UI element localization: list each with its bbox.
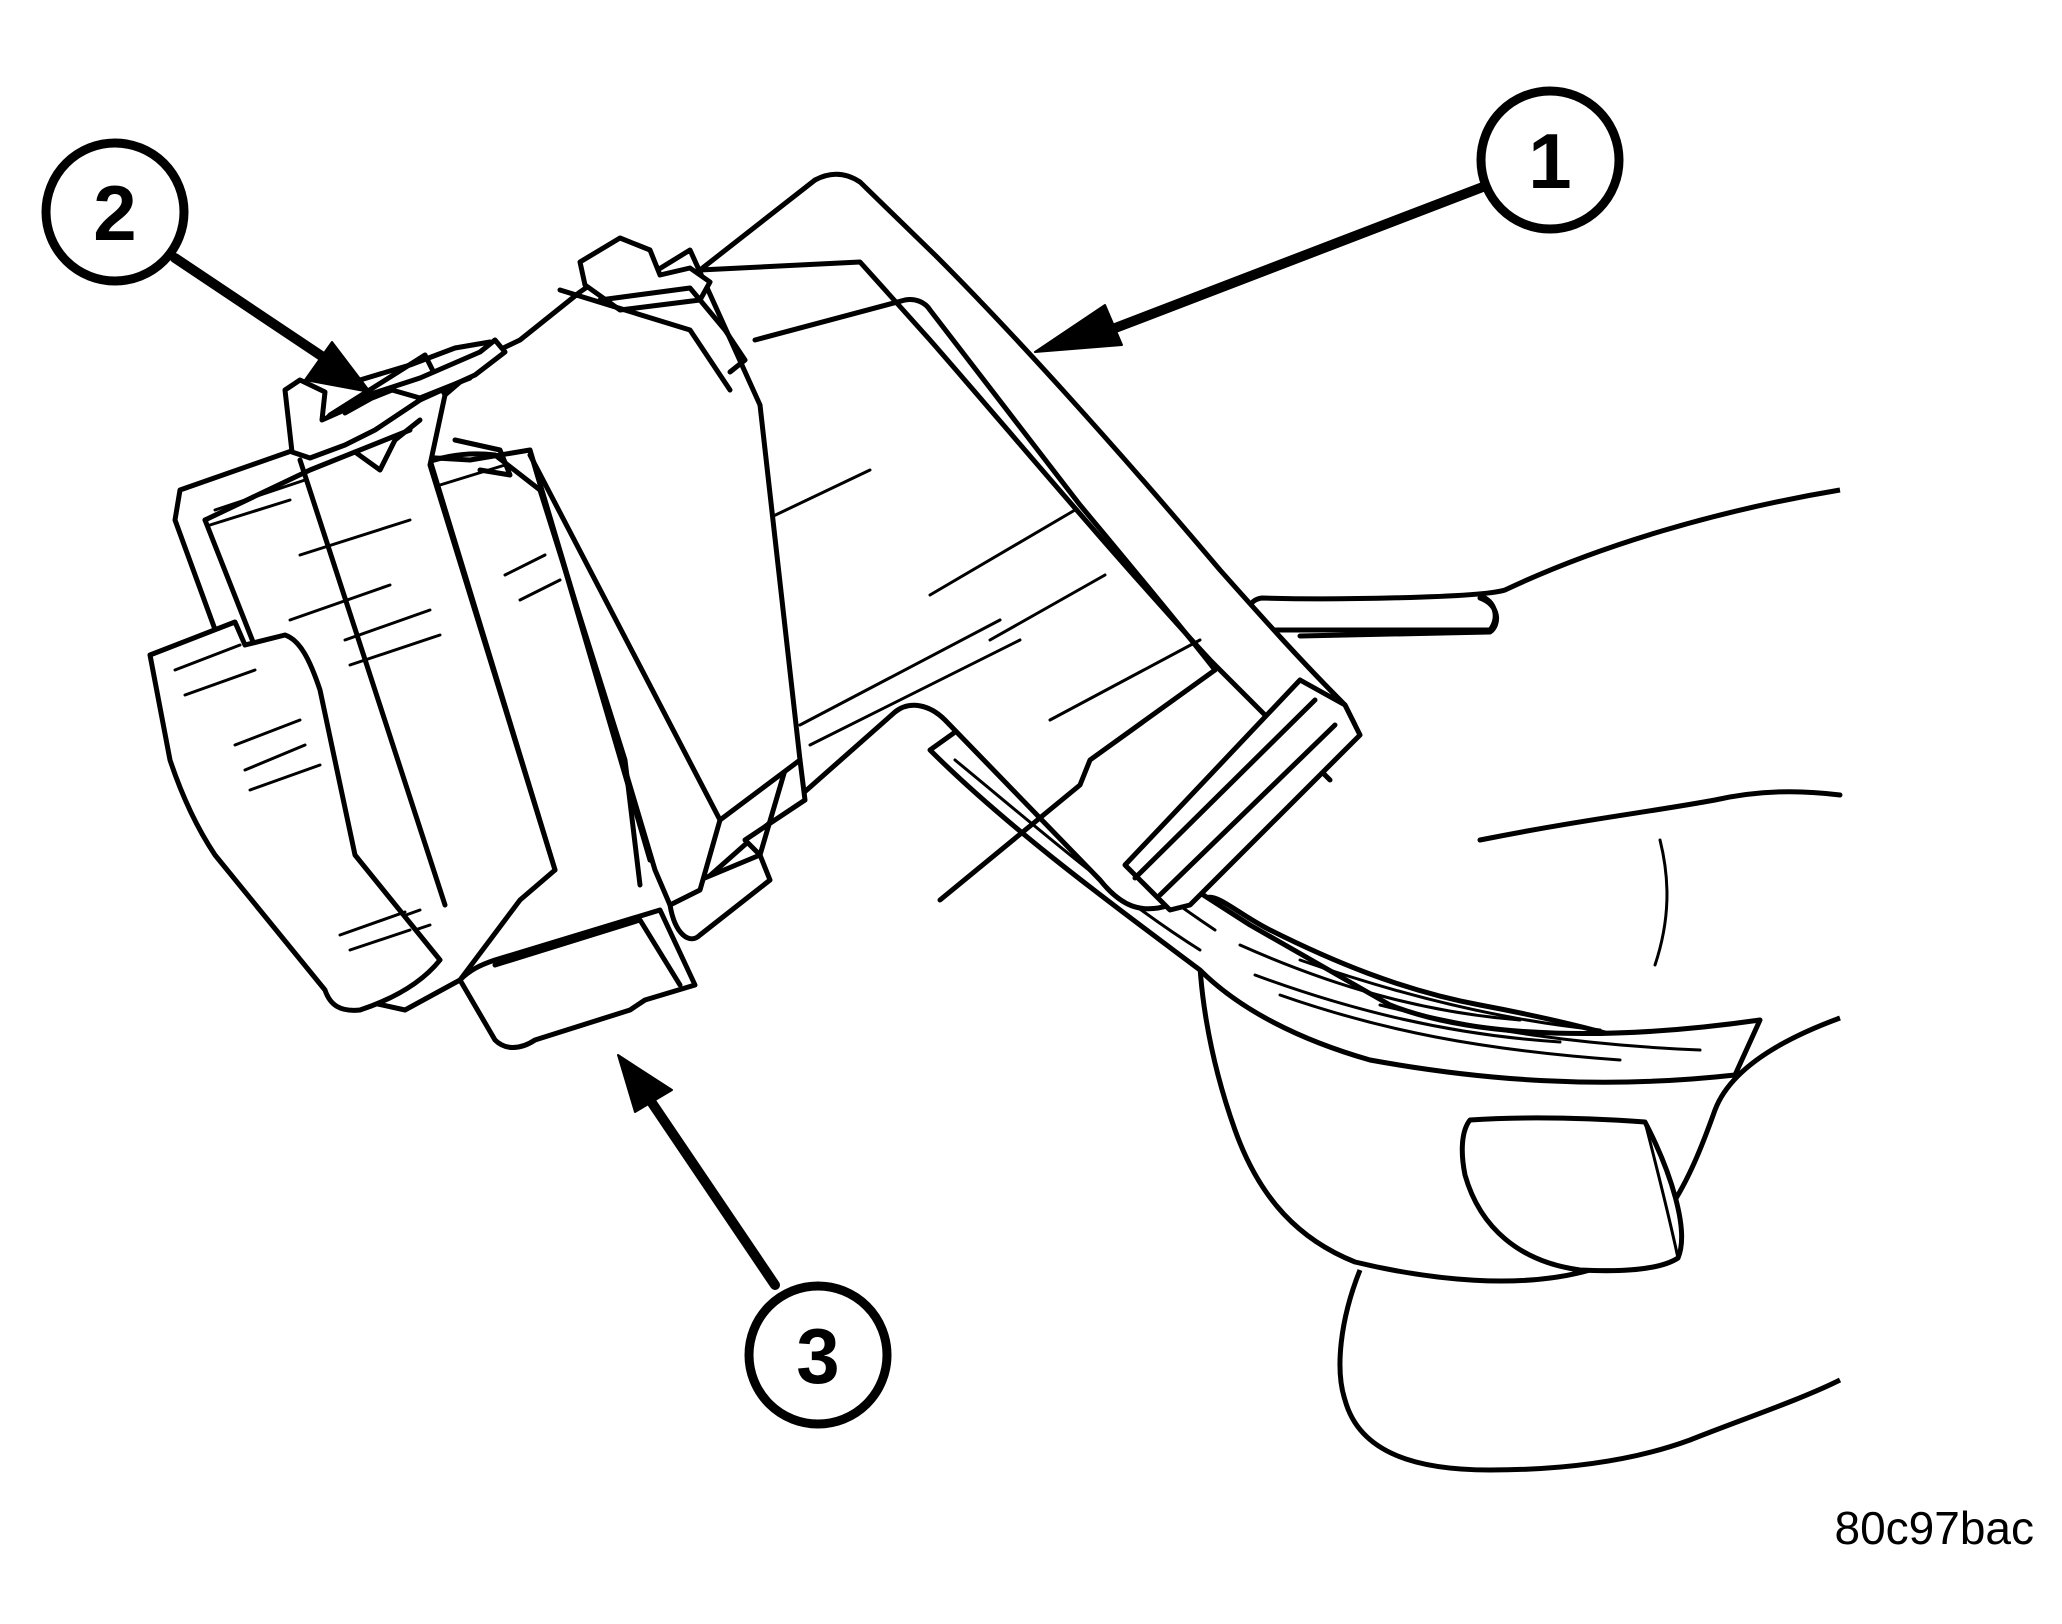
harness-wire-line: [1278, 993, 1622, 1062]
callout-3-arrowhead: [617, 1054, 673, 1113]
rear-shroud-panel-lower: [937, 667, 1218, 903]
locking-latch-notch: [452, 437, 513, 478]
primary-housing-edge: [527, 452, 723, 823]
rear-shroud-panel: [752, 297, 1218, 673]
harness-wire-line: [953, 758, 1202, 952]
hand-thumbnail: [1459, 1115, 1685, 1274]
callout-2-leader: [170, 253, 340, 370]
nose-hatch: [348, 928, 412, 952]
harness-collar-line2: [1157, 722, 1338, 898]
shroud-hatch: [928, 508, 1077, 597]
hand-index-knuckle: [1297, 595, 1500, 639]
shroud-hatch: [798, 618, 1002, 727]
hand-index-finger: [1247, 487, 1841, 633]
front-hatch: [298, 518, 412, 557]
front-hatch: [348, 633, 442, 667]
nose-hatch: [233, 718, 302, 747]
housing-hatch: [503, 553, 547, 577]
front-hatch: [343, 608, 432, 642]
callout-1-label: 1: [1528, 117, 1571, 205]
cpa-lock: [457, 907, 698, 1050]
shroud-hatch: [808, 638, 1022, 747]
callout-3: 3: [617, 1054, 892, 1429]
hand-middle-finger: [1477, 789, 1843, 843]
locking-latch-tab: [342, 375, 473, 416]
callout-2: 2: [41, 138, 371, 393]
front-hatch: [208, 498, 292, 527]
shroud-hatch: [988, 573, 1107, 642]
shroud-hatch: [1048, 638, 1202, 722]
upper-rib-step: [597, 285, 748, 375]
locking-latch: [282, 337, 508, 461]
front-housing-edge: [297, 457, 448, 908]
nose-hatch: [248, 763, 322, 792]
callout-2-label: 2: [93, 169, 136, 257]
terminal-nose: [147, 619, 443, 1013]
callout-3-label: 3: [796, 1312, 839, 1400]
hand-thumbnail-edge: [1643, 1120, 1680, 1260]
housing-hatch: [438, 463, 507, 487]
nose-hatch: [183, 668, 257, 697]
harness-wire-line: [1238, 943, 1522, 1022]
nose-hatch: [243, 743, 307, 772]
hand-palm-crease: [1653, 838, 1669, 967]
locking-latch-hook: [352, 417, 423, 473]
nose-hatch: [173, 643, 242, 672]
callout-1: 1: [1034, 86, 1624, 353]
callout-2-arrowhead: [304, 341, 371, 393]
upper-rib-step2: [557, 287, 733, 393]
primary-housing-edge: [492, 452, 643, 888]
connector-body: [147, 171, 1363, 1050]
harness-wire-line: [1298, 958, 1602, 1032]
hand-lower-finger: [1337, 1269, 1842, 1473]
harness-collar-line: [1132, 697, 1318, 881]
callout-1-circle: [1476, 86, 1624, 234]
front-hatch: [213, 478, 307, 512]
callout-2-circle: [41, 138, 189, 286]
harness-wire-line: [1253, 973, 1562, 1044]
locking-latch-ridge: [357, 339, 493, 383]
front-housing-edge: [202, 427, 413, 523]
harness-wire-line: [1378, 1003, 1702, 1052]
housing-hatch: [518, 578, 562, 602]
harness-collar: [1122, 677, 1363, 913]
callout-1-leader: [1105, 180, 1493, 335]
callout-3-circle: [744, 1281, 892, 1429]
nose-hatch: [338, 910, 407, 937]
callout-3-leader: [645, 1095, 780, 1290]
callout-1-arrowhead: [1034, 304, 1123, 353]
figure-code: 80c97bac: [1834, 1502, 2035, 1554]
cpa-lock-edge: [492, 917, 683, 988]
front-hatch: [288, 583, 392, 622]
